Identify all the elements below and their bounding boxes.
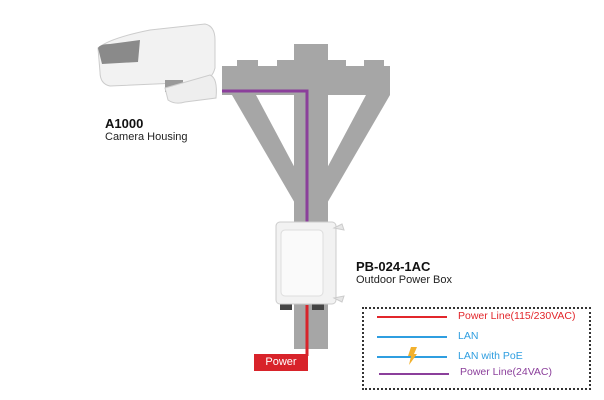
camera-model: A1000: [105, 116, 144, 131]
legend-label: Power Line(24VAC): [460, 366, 553, 378]
legend-line: [377, 316, 447, 318]
legend-label: Power Line(115/230VAC): [458, 310, 576, 322]
legend-label: LAN with PoE: [458, 350, 523, 362]
legend-line: [379, 373, 449, 375]
camera-description: Camera Housing: [105, 131, 188, 143]
lightning-bolt-icon: [408, 347, 417, 365]
legend-line: [377, 336, 447, 338]
camera-housing-image: [97, 23, 217, 104]
power-label: Power: [254, 354, 308, 371]
legend-label: LAN: [458, 330, 479, 342]
legend: Power Line(115/230VAC) LAN LAN with PoE …: [362, 307, 591, 390]
outdoor-power-box-image: [275, 221, 345, 310]
power-line-24vac: [222, 89, 309, 224]
power-box-model: PB-024-1AC: [356, 259, 431, 274]
power-box-description: Outdoor Power Box: [356, 274, 452, 286]
